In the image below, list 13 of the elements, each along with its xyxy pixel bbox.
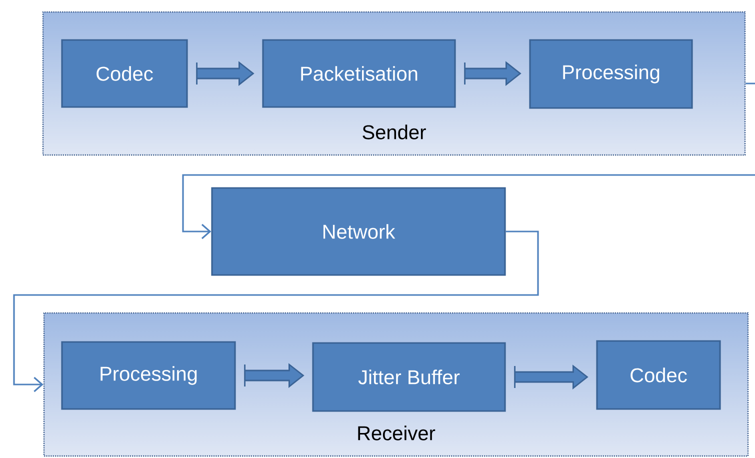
connector-arrow <box>13 230 539 392</box>
process-box: Jitter Buffer <box>312 342 506 412</box>
block-arrow <box>244 363 304 388</box>
process-box: Processing <box>529 39 693 109</box>
block-arrow <box>514 364 588 390</box>
process-box: Processing <box>61 341 236 410</box>
block-arrow <box>196 61 254 86</box>
process-box: Codec <box>61 39 188 108</box>
process-box: Packetisation <box>262 39 456 108</box>
process-box: Codec <box>596 340 721 410</box>
process-box: Network <box>211 187 506 276</box>
connector-arrow <box>182 82 755 240</box>
block-arrow <box>464 61 522 86</box>
